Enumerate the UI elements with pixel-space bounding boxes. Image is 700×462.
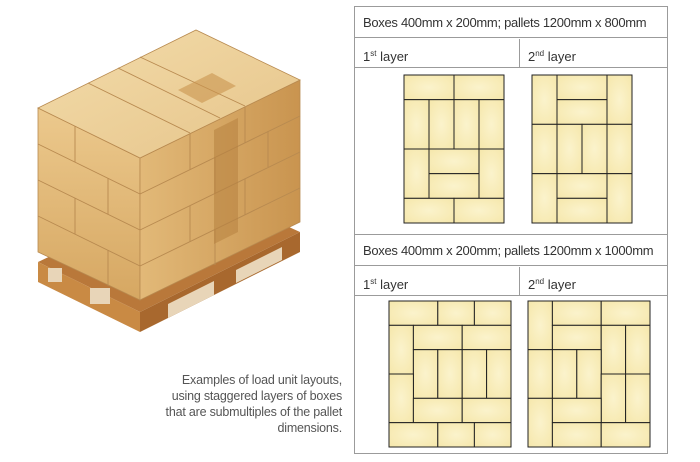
layer-ordinal: nd (535, 277, 545, 286)
pallet-opening (168, 281, 214, 318)
box-cell (551, 300, 602, 326)
box-cell (581, 123, 608, 175)
box-cell (453, 99, 480, 150)
layer-word: layer (544, 277, 576, 292)
layer-ordinal: st (370, 49, 377, 58)
box-stack (37, 29, 301, 301)
box-cell (478, 99, 505, 150)
layer-1-diagram-1200x1000 (388, 300, 512, 448)
layer-number: 2 (528, 277, 536, 292)
section-title-1200x800: Boxes 400mm x 200mm; pallets 1200mm x 80… (355, 7, 667, 38)
layer-2-diagram-1200x800 (531, 74, 633, 224)
box-cell (403, 74, 455, 101)
box-cell (473, 422, 512, 448)
caption-line: that are submultiples of the pallet (165, 405, 343, 419)
box-cell (412, 349, 439, 399)
box-cell (437, 300, 475, 326)
box-cell (556, 173, 608, 199)
box-cell (428, 99, 455, 150)
layer-number: 1 (363, 49, 371, 64)
palletized-load-illustration (37, 29, 301, 332)
layer-number: 2 (528, 49, 536, 64)
box-cell (437, 422, 475, 448)
box-cell (625, 324, 651, 375)
box-cell (527, 397, 553, 448)
layer-2-diagram-1200x1000 (527, 300, 651, 448)
pallet-opening (90, 288, 110, 304)
caption-line: using staggered layers of boxes (171, 389, 342, 403)
box-cell (412, 397, 463, 424)
box-cell (556, 99, 608, 125)
box-cell (403, 99, 430, 150)
layer-word: layer (376, 49, 409, 64)
box-cell (556, 197, 608, 224)
box-cell (551, 324, 602, 351)
box-cell (428, 148, 480, 175)
box-cell (576, 349, 602, 399)
box-cell (531, 123, 558, 175)
box-cell (388, 422, 439, 448)
layer-header-row: 1st layer 2nd layer (355, 267, 667, 296)
box-cell (600, 422, 651, 448)
box-cell (486, 349, 512, 399)
box-cell (453, 74, 505, 101)
layer-number: 1 (363, 277, 371, 292)
box-cell (606, 123, 633, 175)
caption-line: Examples of load unit layouts, (181, 373, 342, 387)
box-cell (527, 300, 553, 351)
box-cell (412, 324, 463, 351)
box-cell (461, 349, 488, 399)
layer-2-label: 2nd layer (520, 267, 667, 295)
box-cell (551, 397, 602, 424)
layer-word: layer (376, 277, 409, 292)
pallet-opening (48, 268, 62, 282)
layer-1-diagram-1200x800 (403, 74, 505, 224)
layer-2-label: 2nd layer (520, 39, 667, 67)
layer-1-label: 1st layer (355, 39, 520, 67)
box-cell (625, 373, 651, 424)
box-cell (600, 373, 627, 424)
layer-1-label: 1st layer (355, 267, 520, 295)
layer-ordinal: st (370, 277, 377, 286)
layer-word: layer (544, 49, 576, 64)
diagrams-row-1200x800 (355, 69, 667, 235)
box-cell (428, 173, 480, 199)
box-cell (606, 173, 633, 224)
pallet-opening (236, 247, 282, 283)
box-cell (461, 324, 512, 351)
box-cell (551, 422, 602, 448)
box-cell (403, 148, 430, 199)
box-cell (478, 148, 505, 199)
box-cell (388, 324, 414, 375)
box-cell (473, 300, 512, 326)
box-cell (600, 324, 627, 375)
box-cell (531, 74, 558, 125)
layer-header-row: 1st layer 2nd layer (355, 39, 667, 68)
box-cell (606, 74, 633, 125)
section-title-1200x1000: Boxes 400mm x 200mm; pallets 1200mm x 10… (355, 235, 667, 266)
box-cell (388, 373, 414, 424)
box-cell (437, 349, 463, 399)
box-cell (531, 173, 558, 224)
box-cell (556, 74, 608, 101)
box-cell (600, 300, 651, 326)
box-cell (556, 123, 583, 175)
caption-line: dimensions. (277, 421, 343, 435)
box-cell (461, 397, 512, 424)
box-cell (551, 349, 578, 399)
box-cell (453, 197, 505, 224)
figure-caption: Examples of load unit layouts, using sta… (140, 372, 343, 436)
box-cell (388, 300, 439, 326)
layer-ordinal: nd (535, 49, 545, 58)
diagrams-row-1200x1000 (355, 297, 667, 453)
box-cell (403, 197, 455, 224)
layout-table: Boxes 400mm x 200mm; pallets 1200mm x 80… (354, 6, 668, 454)
box-cell (527, 349, 553, 399)
